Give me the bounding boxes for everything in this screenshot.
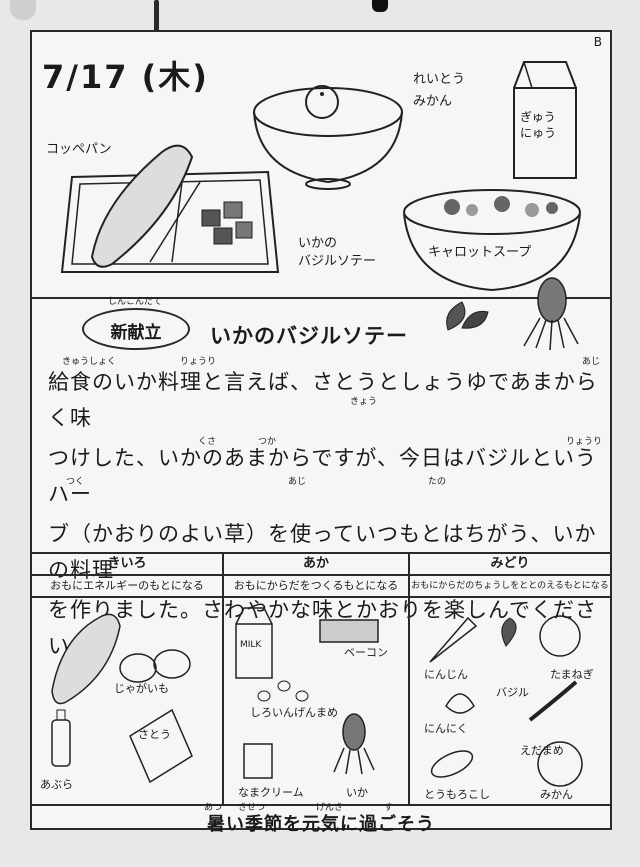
ruby-ryouri-2: りょうり (566, 437, 603, 447)
label-carrot-soup: キャロットスープ (428, 245, 532, 260)
corner-mark: B (593, 35, 602, 49)
bread-icon (51, 613, 121, 705)
story-block: 給食のいか料理と言えば、さとうとしょうゆであまからく味 つけした、いかのあまから… (48, 364, 603, 668)
ruby-tsuku: つく (66, 477, 85, 487)
item-ninjin: にんじん (424, 668, 468, 681)
ruby-kisetsu: きせつ (238, 803, 266, 813)
story-line-2: つけした、いかのあまからですが、今日はバジルというハー (48, 446, 597, 506)
label-milk-2: にゅう (520, 126, 557, 140)
new-menu-bubble: 新献立 (82, 308, 190, 350)
new-menu-label: 新献立 (110, 323, 162, 343)
label-mikan-2: みかん (413, 94, 453, 109)
cream-carton-icon (243, 743, 273, 779)
item-nama-cream: なまクリーム (238, 786, 304, 799)
green-foods-illustration (429, 615, 583, 787)
carrot-soup-bowl-icon (403, 189, 581, 292)
dish-title: いかのバジルソテー (210, 324, 408, 348)
carrot-icon (429, 616, 478, 663)
mikan-icon (537, 741, 583, 787)
label-koppe: コッペパン (46, 142, 112, 157)
garlic-icon (445, 693, 475, 714)
food-group-table: きいろ おもにエネルギーのもとになる じゃがいも あぶら さとう あか おもにか… (32, 552, 610, 806)
menu-sheet: B 7/17 (木) (30, 30, 612, 835)
onion-icon (539, 615, 581, 657)
ruby-atsu: あつ (204, 803, 223, 813)
item-toumorokoshi: とうもろこし (424, 788, 490, 801)
squid-icon (333, 713, 375, 775)
item-bacon: ベーコン (344, 646, 388, 659)
group-yellow-name: きいろ (32, 554, 222, 576)
item-mikan: みかん (540, 788, 573, 801)
edamame-icon (528, 680, 578, 722)
group-green: みどり おもにからだのちょうしをととのえるもとになる にんじん たまねぎ バジル… (410, 554, 610, 804)
label-mikan-1: れいとう (413, 72, 466, 87)
milk-pkg-label: MILK (240, 640, 262, 650)
menu-illustration (60, 61, 581, 292)
basil-icon (501, 617, 517, 647)
story-line-3: ブ（かおりのよい草）を使っていつもとはちがう、いかの料理 (48, 522, 597, 582)
item-tamanegi: たまねぎ (550, 668, 594, 681)
group-red: あか おもにからだをつくるもとになる ベーコン しろいんげんまめ なまクリーム … (224, 554, 410, 804)
ruby-tano: たの (428, 477, 447, 487)
sugar-pkg-label: さとう (138, 728, 171, 741)
new-menu-ruby: しんこんだて (107, 297, 162, 307)
ruby-kusa: くさ (198, 437, 217, 447)
item-basil: バジル (496, 686, 529, 699)
item-shiro-ingen: しろいんげんまめ (250, 706, 338, 719)
ruby-aji-2: あじ (288, 477, 307, 487)
group-red-desc: おもにからだをつくるもとになる (224, 576, 408, 598)
label-milk-1: ぎゅう (520, 110, 556, 124)
item-ika: いか (346, 786, 368, 799)
red-foods-illustration (235, 607, 379, 779)
item-abura: あぶら (40, 778, 73, 791)
group-yellow: きいろ おもにエネルギーのもとになる じゃがいも あぶら さとう (32, 554, 224, 804)
lunch-tray-icon (60, 144, 280, 273)
ruby-tsuka: つか (258, 437, 277, 447)
yellow-foods-illustration (51, 613, 193, 784)
basil-squid-illustration (446, 277, 579, 351)
group-green-name: みどり (410, 554, 610, 576)
corn-icon (430, 750, 474, 778)
white-beans-icon (257, 680, 309, 702)
milk-carton-icon (513, 61, 577, 179)
item-jagaimo: じゃがいも (114, 682, 169, 695)
binder-hole-left (10, 0, 36, 20)
story-line-1: 給食のいか料理と言えば、さとうとしょうゆであまからく味 (48, 370, 598, 430)
oil-bottle-icon (51, 709, 71, 767)
bacon-icon (319, 619, 379, 643)
page-date: 7/17 (木) (42, 58, 209, 96)
ruby-kyushoku: きゅうしょく (62, 357, 117, 367)
ruby-ryouri: りょうり (180, 357, 217, 367)
clip-binder (372, 0, 388, 12)
ruby-genki: げんき (316, 803, 344, 813)
ruby-kyou: きょう (350, 397, 378, 407)
group-yellow-desc: おもにエネルギーのもとになる (32, 576, 222, 598)
label-ika-2: バジルソテー (298, 254, 377, 269)
item-ninniku: にんにく (424, 722, 468, 735)
ruby-su: す (384, 803, 394, 813)
group-green-desc: おもにからだのちょうしをととのえるもとになる (410, 576, 610, 598)
section-divider (32, 297, 610, 299)
group-red-name: あか (224, 554, 408, 576)
mikan-bowl-icon (253, 85, 403, 190)
footer-slogan: 暑い季節を元気に過ごそう (207, 814, 435, 835)
basil-icon (446, 301, 489, 331)
label-ika-1: いかの (298, 236, 338, 251)
sugar-bag-icon (129, 708, 193, 784)
potato-icon (119, 649, 191, 683)
item-edamame: えだまめ (520, 744, 564, 757)
squid-icon (523, 277, 579, 351)
milk-carton-icon (235, 607, 273, 679)
ruby-aji: あじ (582, 357, 601, 367)
